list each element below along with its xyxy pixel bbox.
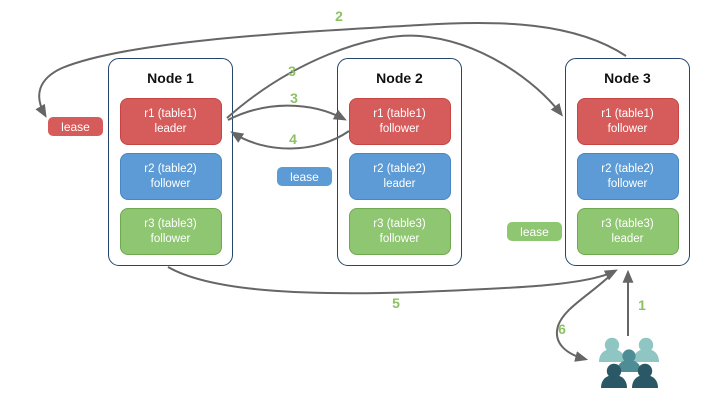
replica-label: r2 (table2) bbox=[373, 162, 426, 175]
lease-badge-red: lease bbox=[48, 117, 103, 136]
node-1-replica-r1: r1 (table1) leader bbox=[119, 98, 222, 145]
replica-label: r3 (table3) bbox=[601, 217, 654, 230]
node-1-title: Node 1 bbox=[147, 70, 194, 86]
user-back-right bbox=[633, 337, 659, 362]
arrow-label-5: 5 bbox=[392, 295, 400, 311]
user-back-left bbox=[599, 337, 625, 362]
node-2-replica-r2: r2 (table2) leader bbox=[348, 153, 451, 200]
arrow-label-1: 1 bbox=[638, 297, 646, 313]
node-3-title: Node 3 bbox=[604, 70, 651, 86]
node-1-replicas: r1 (table1) leader r2 (table2) follower … bbox=[109, 98, 232, 255]
replica-role: follower bbox=[150, 177, 191, 190]
replica-label: r1 (table1) bbox=[601, 107, 654, 120]
node-3-replica-r2: r2 (table2) follower bbox=[576, 153, 679, 200]
replica-label: r3 (table3) bbox=[144, 217, 197, 230]
lease-badge-blue: lease bbox=[277, 167, 332, 186]
replica-role: leader bbox=[611, 232, 644, 245]
replica-label: r1 (table1) bbox=[144, 107, 197, 120]
arrow-label-6: 6 bbox=[558, 321, 566, 337]
arrow-3-node1-to-node2 bbox=[227, 104, 347, 121]
node-3-replicas: r1 (table1) follower r2 (table2) followe… bbox=[566, 98, 689, 255]
node-3-replica-r3: r3 (table3) leader bbox=[576, 208, 679, 255]
replica-label: r2 (table2) bbox=[144, 162, 197, 175]
replica-label: r2 (table2) bbox=[601, 162, 654, 175]
arrow-label-2: 2 bbox=[335, 8, 343, 24]
arrow-label-3-upper: 3 bbox=[288, 63, 296, 79]
node-1-replica-r3: r3 (table3) follower bbox=[119, 208, 222, 255]
node-2-title: Node 2 bbox=[376, 70, 423, 86]
user-front-left bbox=[601, 363, 627, 388]
replica-role: follower bbox=[379, 232, 420, 245]
user-middle bbox=[617, 349, 641, 372]
replica-role: follower bbox=[150, 232, 191, 245]
user-front-right bbox=[632, 363, 658, 388]
arrow-label-3-lower: 3 bbox=[290, 90, 298, 106]
replica-role: leader bbox=[154, 122, 187, 135]
node-2: Node 2 r1 (table1) follower r2 (table2) … bbox=[337, 58, 462, 266]
node-1-replica-r2: r2 (table2) follower bbox=[119, 153, 222, 200]
replica-role: follower bbox=[379, 122, 420, 135]
arrow-5-node1-to-node3 bbox=[167, 266, 618, 295]
node-3-replica-r1: r1 (table1) follower bbox=[576, 98, 679, 145]
replica-role: follower bbox=[607, 177, 648, 190]
node-3: Node 3 r1 (table1) follower r2 (table2) … bbox=[565, 58, 690, 266]
node-2-replica-r1: r1 (table1) follower bbox=[348, 98, 451, 145]
node-2-replica-r3: r3 (table3) follower bbox=[348, 208, 451, 255]
replica-label: r1 (table1) bbox=[373, 107, 426, 120]
node-2-replicas: r1 (table1) follower r2 (table2) leader … bbox=[338, 98, 461, 255]
node-1: Node 1 r1 (table1) leader r2 (table2) fo… bbox=[108, 58, 233, 266]
users-group-icon bbox=[599, 337, 659, 388]
arrow-label-4: 4 bbox=[289, 131, 297, 147]
lease-badge-green: lease bbox=[507, 222, 562, 241]
replica-role: follower bbox=[607, 122, 648, 135]
replica-role: leader bbox=[383, 177, 416, 190]
replica-label: r3 (table3) bbox=[373, 217, 426, 230]
